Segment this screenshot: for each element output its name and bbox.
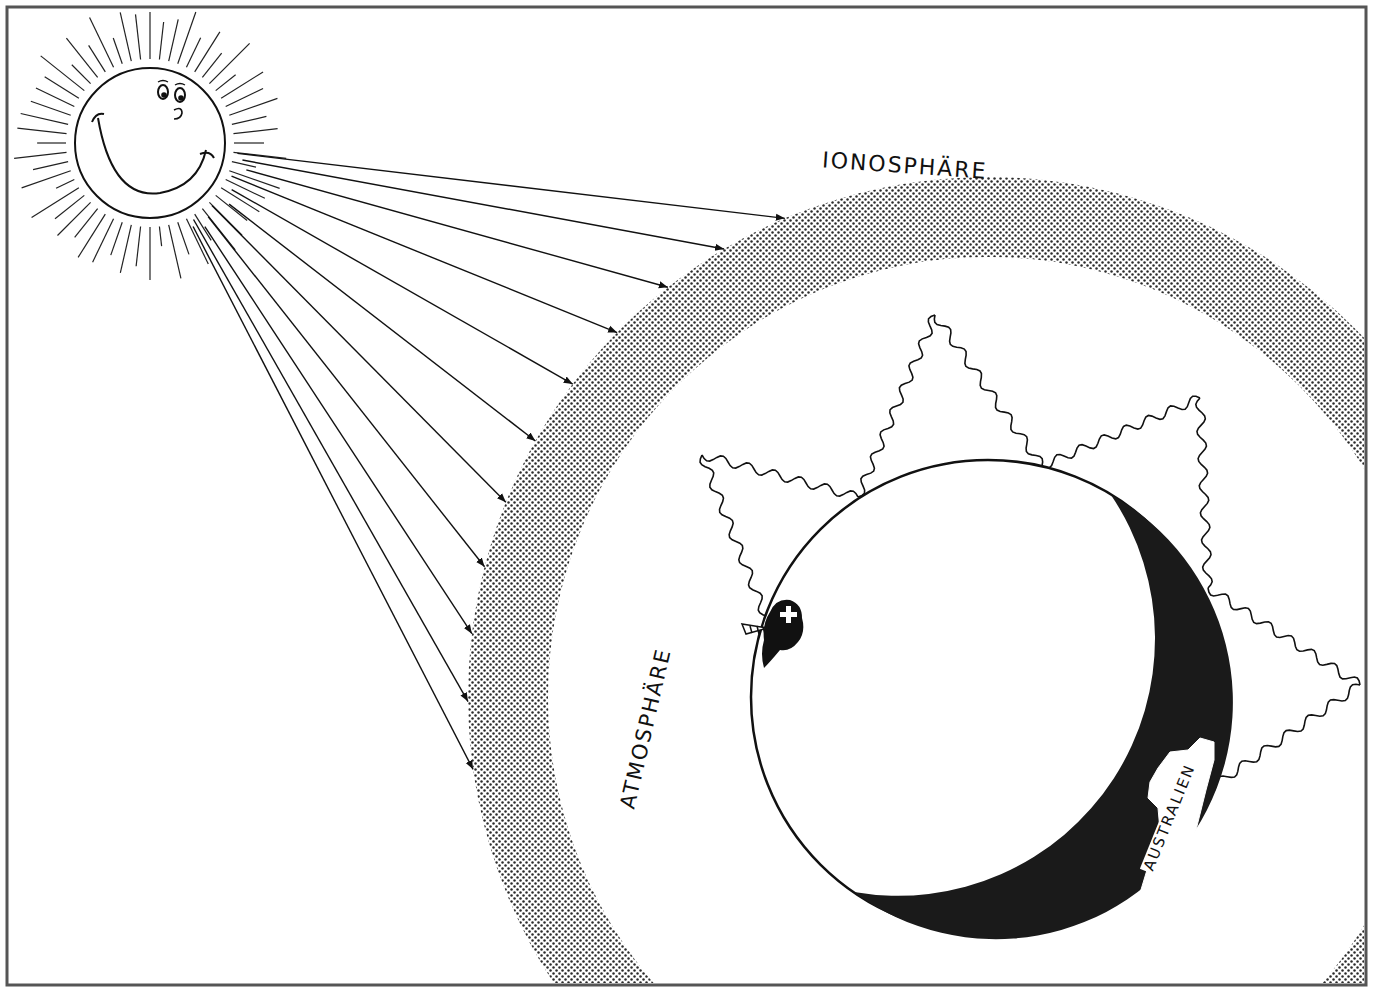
sunlight-arrow [194,219,468,701]
sunlight-arrow [193,227,473,770]
sun-ray [78,214,105,257]
sun-ray [90,18,114,68]
sun-ray [57,202,90,235]
ionosphere-band [468,177,1364,983]
sun-ray [216,75,236,91]
atmosphere-label: ATMOSPHÄRE [616,643,676,812]
sun-ray [31,101,71,115]
sun-ray [186,38,200,67]
sun-ray [216,195,247,220]
frame [7,7,1366,985]
sun-ray [229,98,277,115]
sunlight-arrow [205,227,472,634]
sun-ray [93,219,114,262]
sun-ray [120,225,131,273]
sun-ray [226,89,263,107]
radio-wave [702,455,858,497]
sun-ray [149,227,150,280]
sun-ray [221,72,263,98]
sun-ray [41,56,85,91]
radio-wave [1196,398,1212,588]
radio-wave [1208,588,1360,685]
sun-ray [221,188,259,212]
sun-ray [56,179,74,188]
sun-ray [120,12,131,61]
radio-wave [934,315,1042,466]
radio-wave [1042,396,1200,467]
earth [742,460,1233,939]
sun-ray [169,19,179,61]
sun-ray [209,43,249,83]
sun-ray [75,209,98,238]
switzerland [762,600,803,668]
antenna-stripes [750,626,765,634]
ionosphere-label: IONOSPHÄRE [820,148,991,184]
sunlight-arrow [232,190,573,384]
night-side [854,495,1233,939]
sun-ray [111,222,122,255]
sun-ray [72,65,91,84]
sun-ray [136,14,141,59]
sunlight-arrows [193,153,785,769]
sun-ray [36,88,74,106]
sun-ray [195,32,220,72]
sun-ray [32,188,79,218]
sun-ray [55,195,84,218]
swiss-cross [780,606,797,623]
sun-ray [17,128,66,134]
sun-ray [21,113,68,124]
sun-ray [37,142,66,143]
sun-ray [89,45,106,72]
sunlight-arrow [212,206,506,503]
sun-ray [234,142,264,143]
sun-ray [136,226,140,266]
sun-ray [149,12,150,59]
sun [75,68,225,218]
sun-ray [33,162,68,170]
australia [1140,738,1214,900]
sunlight-arrow [237,153,784,218]
radio-wave [700,455,772,628]
sunlight-arrow [246,170,668,287]
sun-ray [169,225,181,279]
sun-ray [14,152,66,158]
sun-ray [22,171,71,188]
sunlight-arrow [208,217,484,567]
sun-ray [159,226,161,246]
sun-ray [233,129,277,134]
sun-ray [159,22,163,60]
sun-ray [178,222,189,254]
sun-ray [45,77,79,99]
sun-ray [178,12,196,64]
sun-ray [113,38,122,64]
sun-ray [66,38,97,77]
sun-ray [232,116,267,124]
sunlight-arrow [229,204,535,441]
sunlight-arrow [232,176,618,332]
antenna [742,624,768,634]
